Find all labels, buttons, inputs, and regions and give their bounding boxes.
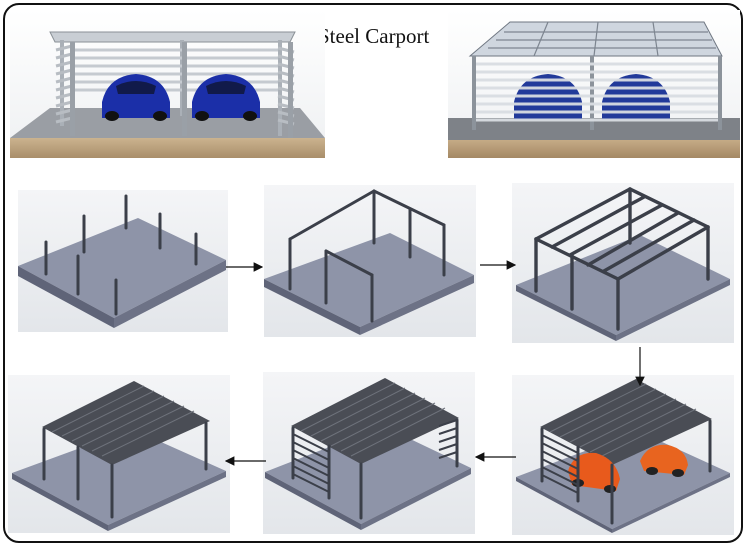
flow-arrows <box>0 0 750 550</box>
